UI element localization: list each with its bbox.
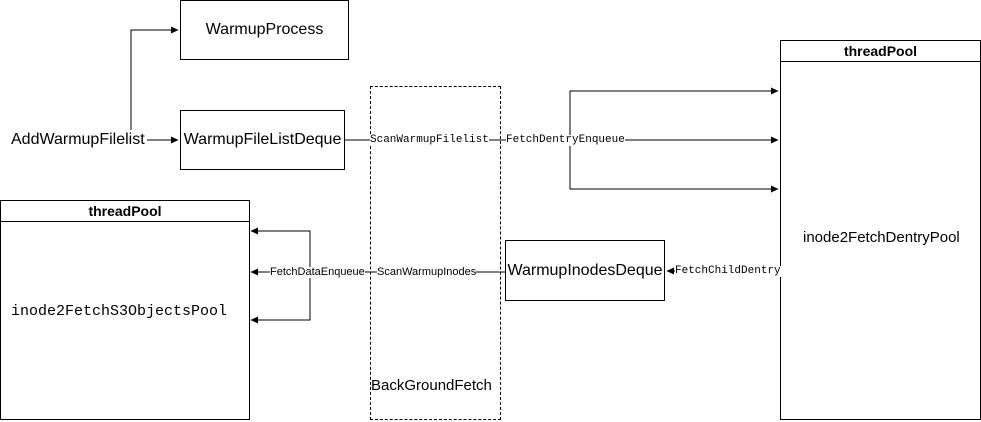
thread-pool-right-name: inode2FetchDentryPool [803,229,960,246]
edge-fork-left-up [250,227,311,272]
edge-fork-left-down [250,272,311,324]
thread-pool-right: threadPool inode2FetchDentryPool [780,40,981,420]
edge-label-fetch-data-enqueue: FetchDataEnqueue [270,266,365,278]
edge-label-scan-warmup-filelist: ScanWarmupFilelist [370,134,489,146]
edge-label-fetch-dentry-enqueue: FetchDentryEnqueue [506,134,625,146]
thread-pool-left-name: inode2FetchS3ObjectsPool [11,303,228,320]
edge-fork-up [569,87,779,140]
warmup-filelist-deque-box: WarmupFileListDeque [180,110,345,170]
warmup-process-box: WarmupProcess [180,0,349,60]
edge-label-scan-warmup-inodes: ScanWarmupInodes [377,266,477,278]
thread-pool-right-header: threadPool [781,41,980,62]
edge-label-fetch-child-dentry: FetchChildDentry [675,265,781,277]
background-fetch-label: BackGroundFetch [371,377,492,394]
add-warmup-filelist-label: AddWarmupFilelist [11,131,145,148]
warmup-inodes-deque-box: WarmupInodesDeque [505,240,665,301]
thread-pool-left-header: threadPool [1,201,249,222]
edge-add-to-process [130,26,179,130]
thread-pool-left: threadPool inode2FetchS3ObjectsPool [0,200,250,420]
edge-fork-down [569,140,779,193]
background-fetch-container [370,86,501,420]
